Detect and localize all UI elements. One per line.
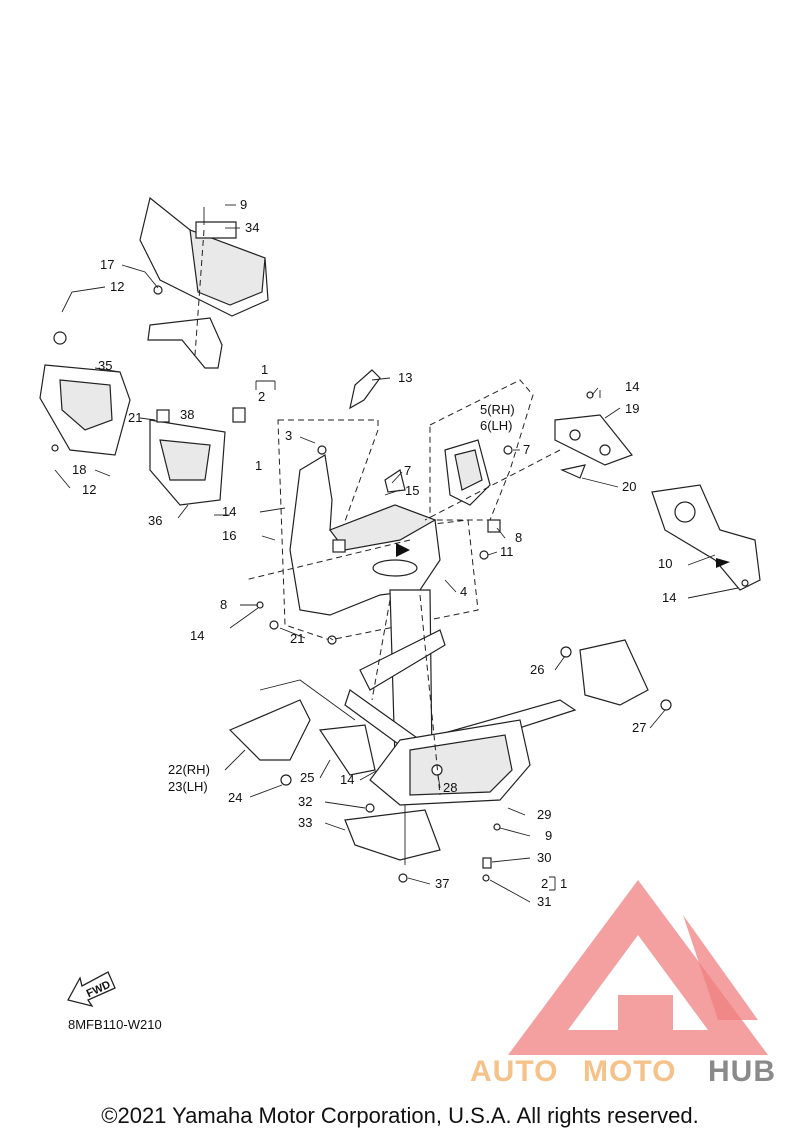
automotohub-logo [508, 880, 768, 1055]
callout-7: 7 [523, 442, 530, 457]
callout-12: 12 [110, 279, 124, 294]
front-frame-assembly [256, 369, 513, 645]
callout-19: 19 [625, 401, 639, 416]
callout-5-rh: 5(RH) [480, 402, 515, 417]
callout-8: 8 [220, 597, 227, 612]
upper-left-cover-group [39, 196, 269, 506]
callout-12: 12 [82, 482, 96, 497]
callout-38: 38 [180, 407, 194, 422]
callout-13: 13 [398, 370, 412, 385]
callout-14: 14 [625, 379, 639, 394]
callout-10: 10 [658, 556, 672, 571]
watermark-moto: MOTO [583, 1055, 677, 1088]
callout-14: 14 [662, 590, 676, 605]
callout-18: 18 [72, 462, 86, 477]
right-brackets [554, 391, 761, 591]
callout-1: 1 [560, 876, 567, 891]
callout-29: 29 [537, 807, 551, 822]
callout-32: 32 [298, 794, 312, 809]
leader-lines [54, 204, 739, 903]
callout-33: 33 [298, 815, 312, 830]
callout-26: 26 [530, 662, 544, 677]
callout-labels: 9 34 17 12 35 1 2 13 21 38 18 12 36 3 1 … [72, 197, 676, 909]
callout-21: 21 [290, 631, 304, 646]
callout-1: 1 [255, 458, 262, 473]
callout-31: 31 [537, 894, 551, 909]
callout-34: 34 [245, 220, 259, 235]
callout-9: 9 [545, 828, 552, 843]
callout-17: 17 [100, 257, 114, 272]
callout-30: 30 [537, 850, 551, 865]
callout-28: 28 [443, 780, 457, 795]
fwd-arrow-icon: FWD [67, 971, 116, 1008]
callout-9: 9 [240, 197, 247, 212]
watermark-hub: HUB [708, 1055, 776, 1088]
diagram-reference-code: 8MFB110-W210 [68, 1017, 162, 1032]
watermark-auto: AUTO [470, 1055, 559, 1088]
callout-14: 14 [340, 772, 354, 787]
callout-25: 25 [300, 770, 314, 785]
callout-21: 21 [128, 410, 142, 425]
callout-14: 14 [190, 628, 204, 643]
copyright-notice: ©2021 Yamaha Motor Corporation, U.S.A. A… [101, 1103, 699, 1128]
callout-15: 15 [405, 483, 419, 498]
callout-27: 27 [632, 720, 646, 735]
callout-22-rh: 22(RH) [168, 762, 210, 777]
callout-23-lh: 23(LH) [168, 779, 208, 794]
callout-8: 8 [515, 530, 522, 545]
callout-16: 16 [222, 528, 236, 543]
callout-36: 36 [148, 513, 162, 528]
callout-35: 35 [98, 358, 112, 373]
callout-4: 4 [460, 584, 467, 599]
callout-11: 11 [500, 544, 514, 559]
callout-24: 24 [228, 790, 242, 805]
callout-6-lh: 6(LH) [480, 418, 513, 433]
callout-20: 20 [622, 479, 636, 494]
callout-3: 3 [285, 428, 292, 443]
callout-2: 2 [258, 389, 265, 404]
callout-14: 14 [222, 504, 236, 519]
callout-37: 37 [435, 876, 449, 891]
callout-2: 2 [541, 876, 548, 891]
callout-7: 7 [404, 463, 411, 478]
callout-1: 1 [261, 362, 268, 377]
